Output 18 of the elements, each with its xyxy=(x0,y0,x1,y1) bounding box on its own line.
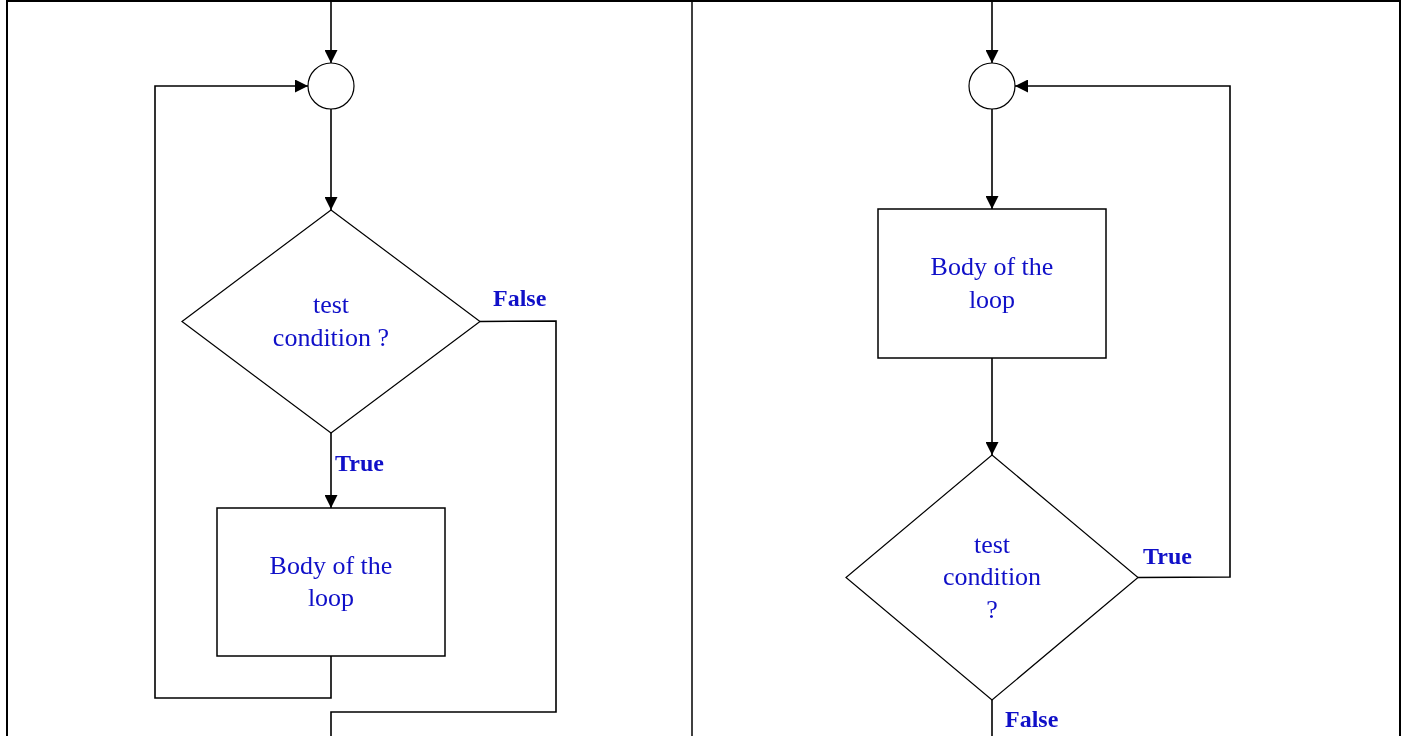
connector-circle xyxy=(969,63,1015,109)
process-box xyxy=(878,209,1106,358)
arrow xyxy=(154,79,332,699)
process-text: Body of the loop xyxy=(929,251,1055,316)
arrow xyxy=(324,108,338,211)
arrow xyxy=(985,357,999,456)
process-text: Body of the loop xyxy=(268,549,394,614)
connector-circle xyxy=(308,63,354,109)
decision-diamond xyxy=(182,210,480,433)
decision-diamond xyxy=(846,455,1138,700)
process-box xyxy=(217,508,445,656)
condition-text: test condition ? xyxy=(271,289,391,354)
condition-text: test condition ? xyxy=(941,528,1043,626)
arrow xyxy=(985,0,999,64)
arrow xyxy=(324,0,338,64)
arrow xyxy=(985,108,999,210)
arrow xyxy=(1014,79,1231,579)
arrow xyxy=(324,432,338,509)
